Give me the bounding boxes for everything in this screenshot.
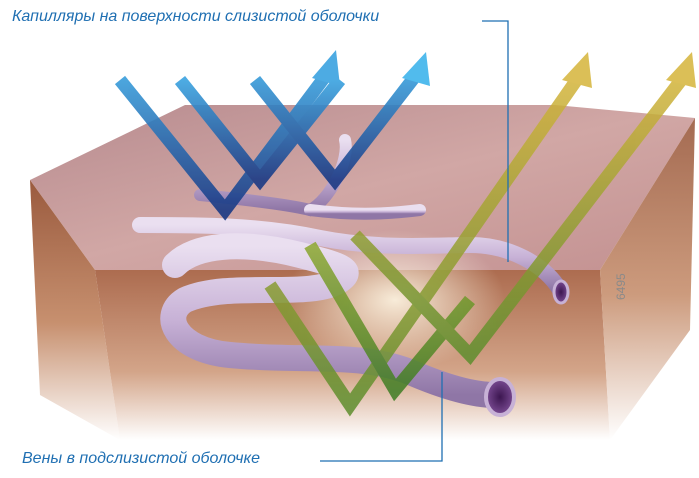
vein-lumen	[486, 379, 514, 415]
yellow-arrowhead	[666, 52, 696, 88]
figure-number: 6495	[614, 273, 628, 300]
capillaries-label: Капилляры на поверхности слизистой оболо…	[12, 8, 379, 26]
capillary-branch	[310, 210, 420, 214]
veins-label: Вены в подслизистой оболочке	[22, 450, 260, 468]
yellow-arrowhead	[562, 52, 592, 88]
capillary-lumen	[554, 281, 568, 303]
